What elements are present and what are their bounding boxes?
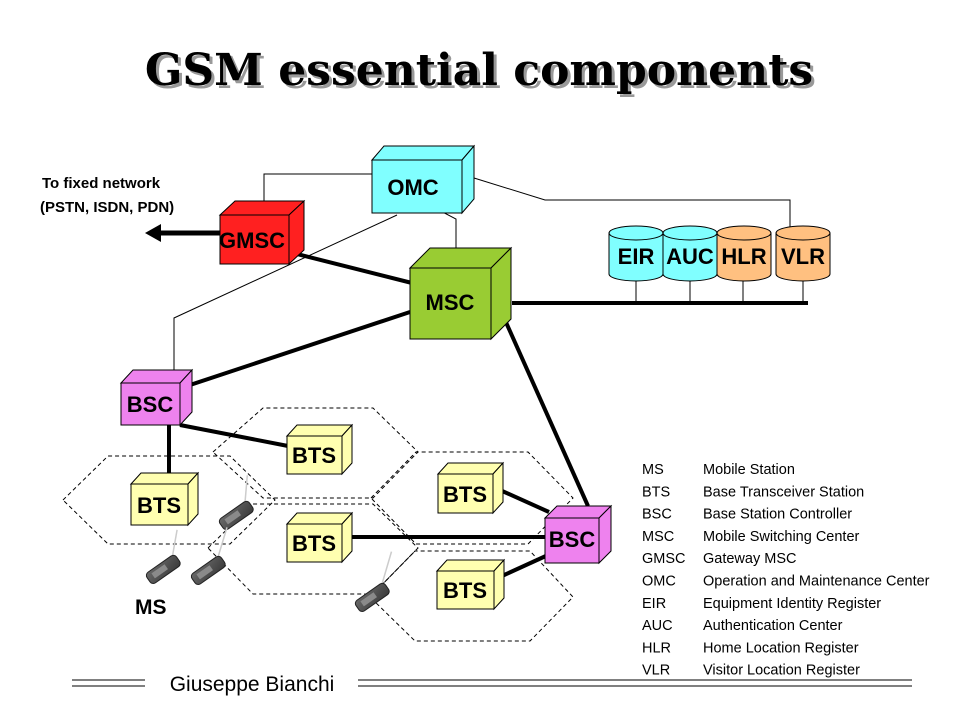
- bts-label-5: BTS: [443, 578, 487, 603]
- gmsc-node: GMSC: [218, 199, 306, 266]
- fixed-network-arrow: [145, 224, 222, 242]
- db-vlr: VLR: [775, 225, 831, 282]
- msc-node: MSC: [408, 246, 513, 341]
- title-shadow: GSM essential components: [148, 48, 816, 99]
- bts-label-1: BTS: [137, 493, 181, 518]
- legend-description: Gateway MSC: [703, 551, 796, 567]
- omc-db-link: [473, 177, 791, 232]
- gmsc-msc-link: [284, 249, 413, 285]
- author-name: Giuseppe Bianchi: [170, 673, 335, 696]
- management-links: [173, 173, 804, 381]
- mobile-phone-icon: [218, 475, 254, 530]
- legend-abbr: MS: [642, 462, 664, 478]
- msc-bsc-left-link: [189, 310, 411, 387]
- note-line-2: (PSTN, ISDN, PDN): [40, 199, 174, 216]
- mobile-phones: [145, 475, 393, 612]
- fixed-network-note: To fixed network (PSTN, ISDN, PDN): [40, 175, 174, 216]
- legend-description: Base Station Controller: [703, 507, 852, 523]
- legend-abbr: BSC: [642, 507, 672, 523]
- bsc-right-bts3-link: [499, 488, 550, 514]
- cells: [62, 407, 574, 642]
- legend-description: Mobile Switching Center: [703, 529, 860, 545]
- bsc-left-label: BSC: [127, 392, 174, 417]
- bsc-left-bts2-link: [179, 423, 289, 448]
- gmsc-label: GMSC: [219, 228, 285, 253]
- omc-gmsc-link: [263, 173, 372, 210]
- page-title: GSM essential components GSM essential c…: [145, 45, 816, 99]
- bsc-right-bts5-link: [501, 553, 549, 578]
- cell-hexagon: [207, 503, 419, 595]
- bts-node-5: BTS: [435, 558, 506, 611]
- omc-node: OMC: [370, 144, 476, 215]
- legend-abbr: BTS: [642, 484, 670, 500]
- legend-description: Visitor Location Register: [703, 663, 860, 679]
- legend-abbr: MSC: [642, 529, 674, 545]
- mobile-phone-icon: [354, 551, 393, 612]
- legend-description: Authentication Center: [703, 618, 843, 634]
- bts-label-3: BTS: [443, 482, 487, 507]
- legend-abbr: EIR: [642, 596, 666, 612]
- bts-node-2: BTS: [285, 423, 354, 476]
- note-line-1: To fixed network: [42, 175, 161, 192]
- transport-links: [167, 249, 808, 578]
- db-auc: AUC: [662, 225, 718, 282]
- legend-description: Operation and Maintenance Center: [703, 574, 930, 590]
- bts-label-4: BTS: [292, 531, 336, 556]
- bts-node-3: BTS: [436, 461, 505, 515]
- eir-label: EIR: [618, 244, 655, 269]
- bsc-right-label: BSC: [549, 527, 596, 552]
- cell-hexagon: [62, 455, 276, 545]
- bsc-left-node: BSC: [119, 368, 194, 427]
- mobile-phone-icon: [145, 529, 181, 584]
- legend-abbr: OMC: [642, 574, 676, 590]
- legend-abbr: HLR: [642, 640, 671, 656]
- vlr-label: VLR: [781, 244, 825, 269]
- omc-bsc-link: [173, 214, 398, 381]
- bts-node-1: BTS: [129, 471, 200, 527]
- omc-label: OMC: [387, 175, 438, 200]
- legend-abbr: VLR: [642, 663, 670, 679]
- bsc-right-node: BSC: [543, 504, 613, 565]
- bts-node-4: BTS: [285, 511, 354, 564]
- title-text: GSM essential components: [145, 45, 813, 96]
- arrow-left-icon: [145, 224, 161, 242]
- mobile-phone-icon: [190, 527, 228, 585]
- legend-description: Equipment Identity Register: [703, 596, 881, 612]
- legend-abbr: GMSC: [642, 551, 686, 567]
- db-hlr: HLR: [716, 225, 772, 282]
- hlr-label: HLR: [721, 244, 766, 269]
- msc-label: MSC: [426, 290, 475, 315]
- footer: Giuseppe Bianchi: [72, 673, 912, 696]
- legend-description: Home Location Register: [703, 640, 859, 656]
- legend-description: Base Transceiver Station: [703, 484, 864, 500]
- msc-bsc-right-link: [503, 319, 590, 507]
- db-eir: EIR: [608, 225, 664, 282]
- cell-hexagon: [370, 451, 574, 545]
- auc-label: AUC: [666, 244, 714, 269]
- cell-hexagon: [369, 550, 574, 642]
- legend-description: Mobile Station: [703, 462, 795, 478]
- ms-label: MS: [135, 596, 167, 619]
- bts-label-2: BTS: [292, 443, 336, 468]
- legend-abbr: AUC: [642, 618, 673, 634]
